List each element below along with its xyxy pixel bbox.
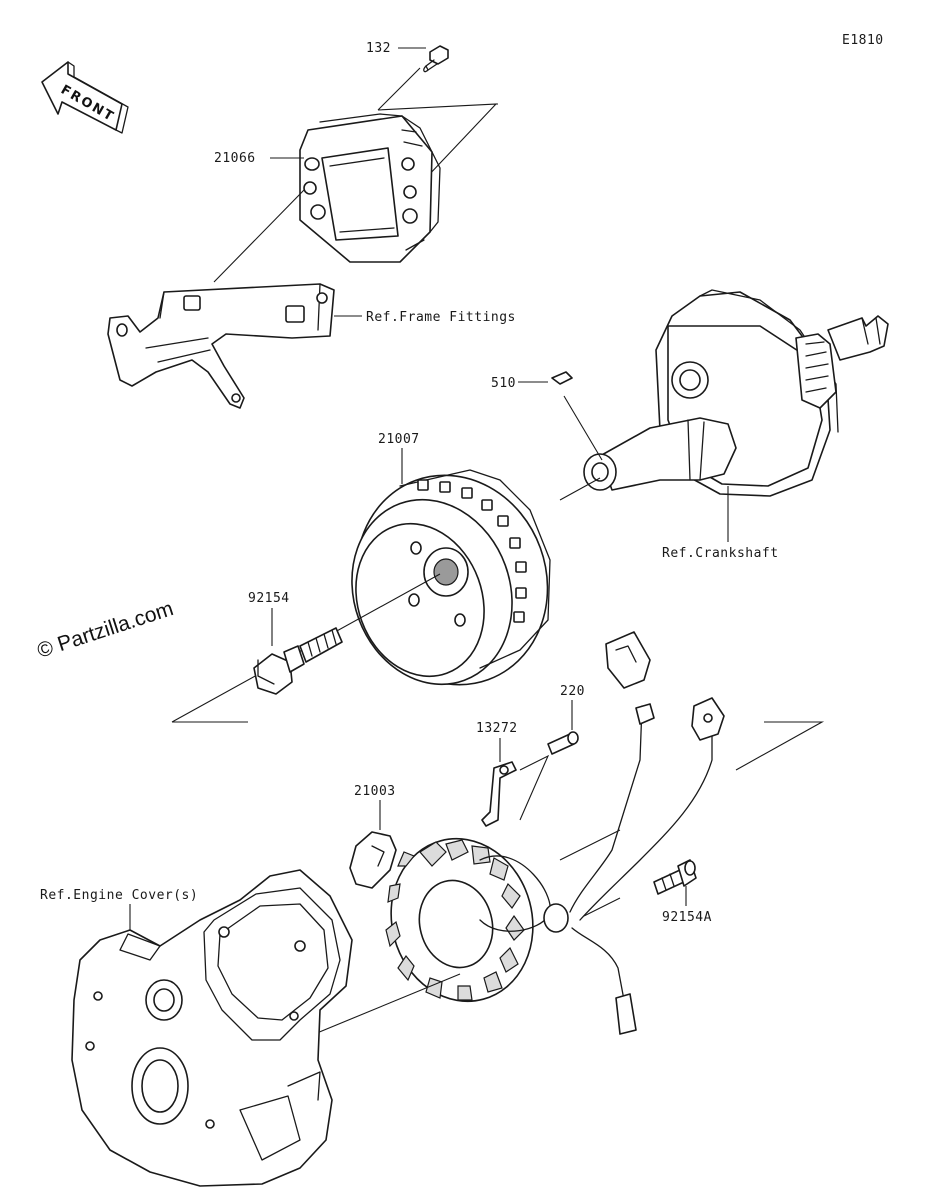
bolt-92154[interactable] <box>253 627 343 695</box>
label-21066: 21066 <box>214 151 256 166</box>
label-13272: 13272 <box>476 721 518 736</box>
frame-fitting-bracket[interactable] <box>107 283 335 409</box>
woodruff-key-510[interactable] <box>551 371 573 385</box>
label-510: 510 <box>491 376 516 391</box>
label-92154: 92154 <box>248 591 290 606</box>
label-220: 220 <box>560 684 585 699</box>
engine-cover[interactable] <box>71 869 353 1187</box>
front-arrow-icon: FRONT <box>41 61 129 134</box>
watermark: © Partzilla.com <box>34 597 176 663</box>
crankshaft[interactable] <box>583 289 889 497</box>
rotor-magnet-slots <box>417 479 527 623</box>
leader-510-shaft <box>563 395 603 461</box>
screw-220[interactable] <box>547 731 579 755</box>
label-21003: 21003 <box>354 784 396 799</box>
stator-21003[interactable] <box>349 631 725 1035</box>
rotor-21007[interactable] <box>327 448 577 712</box>
leader-21066-bracket <box>213 189 305 283</box>
stator-axis-lines <box>559 721 825 917</box>
label-21007: 21007 <box>378 432 420 447</box>
regulator-21066[interactable] <box>299 113 441 263</box>
plate-13272[interactable] <box>481 761 517 827</box>
label-ref-frame-fittings: Ref.Frame Fittings <box>366 310 516 325</box>
bolt-132[interactable] <box>423 45 449 73</box>
bolt-92154a[interactable] <box>653 859 697 895</box>
label-92154a: 92154A <box>662 910 712 925</box>
leader-132-assembly <box>377 67 499 179</box>
diagram-code: E1810 <box>842 33 884 48</box>
cover-axis-line <box>299 973 461 1041</box>
label-ref-engine-covers: Ref.Engine Cover(s) <box>40 888 198 903</box>
leader-13272 <box>499 738 550 821</box>
label-ref-crankshaft: Ref.Crankshaft <box>662 546 779 561</box>
label-132: 132 <box>366 41 391 56</box>
